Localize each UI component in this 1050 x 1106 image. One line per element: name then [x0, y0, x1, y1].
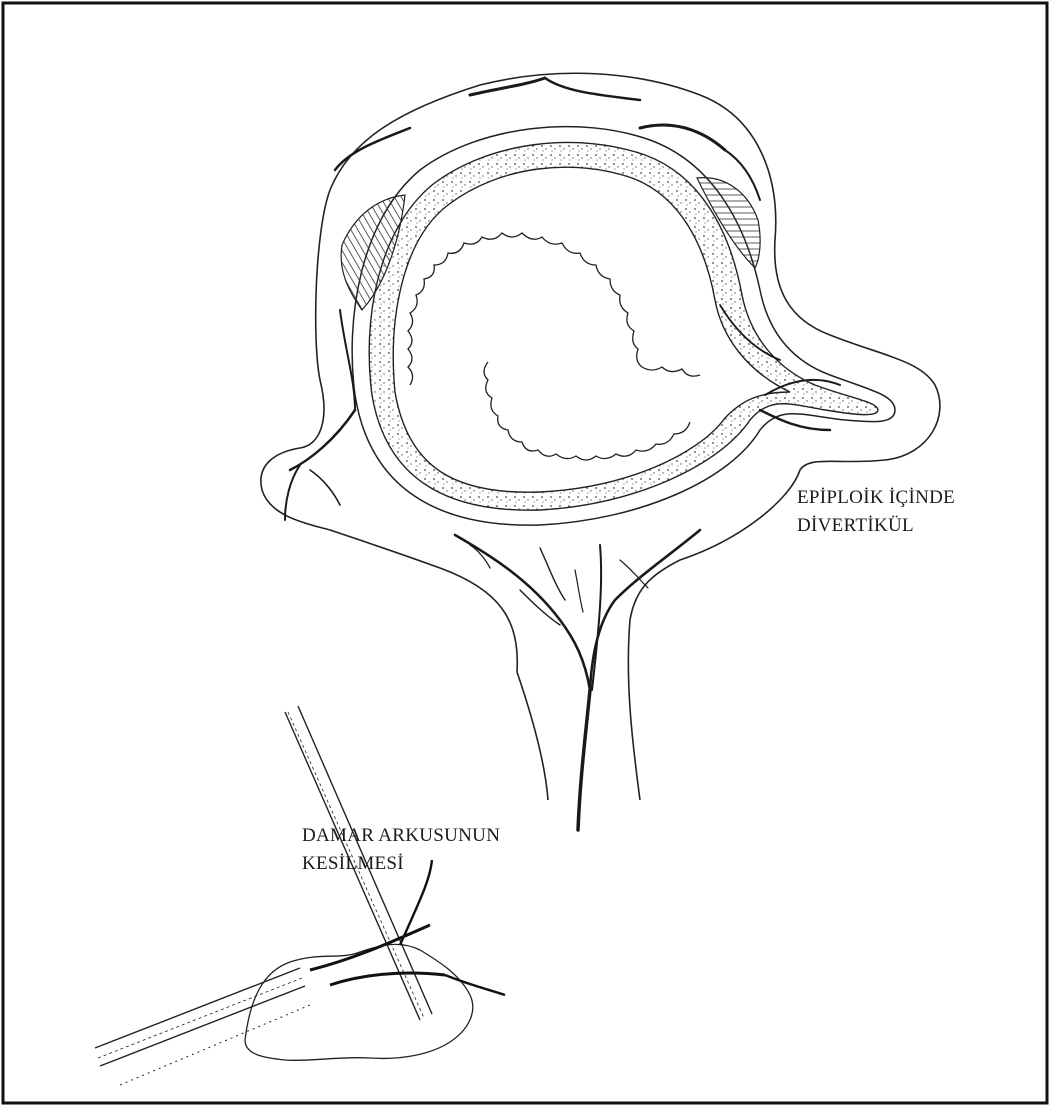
vessel-ligation-label: DAMAR ARKUSUNUN KESİLMESİ: [302, 822, 500, 878]
mucosa-lining: [408, 233, 700, 460]
vessel-ligation-label-line1: DAMAR ARKUSUNUN: [302, 822, 500, 850]
vessel-ligation-label-line2: KESİLMESİ: [302, 850, 500, 878]
inset-vessel-4: [445, 975, 505, 995]
diverticulum-label: EPİPLOİK İÇİNDE DİVERTİKÜL: [797, 484, 955, 540]
tissue-outline: [245, 944, 473, 1060]
inset-vessel-1: [310, 925, 430, 970]
muscularis-layer: [369, 142, 878, 510]
mesentery-outer-outline: [261, 73, 940, 800]
diverticulum-label-line1: EPİPLOİK İÇİNDE: [797, 484, 955, 512]
mesenteric-vessels: [455, 530, 700, 830]
ligation-inset: [95, 706, 505, 1085]
inset-vessel-2: [330, 973, 445, 985]
clamp-horizontal: [95, 968, 305, 1066]
mesentery-stalk-left: [517, 672, 548, 800]
diverticulum-label-line2: DİVERTİKÜL: [797, 512, 955, 540]
